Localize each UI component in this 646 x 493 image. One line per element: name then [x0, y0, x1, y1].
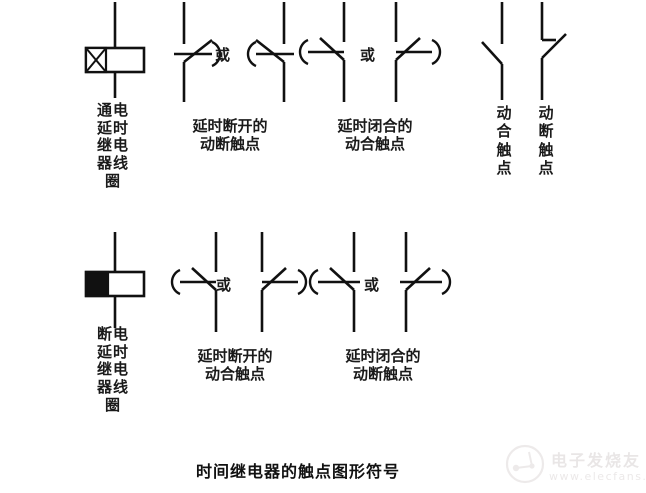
group-label-delay-open-no: 延时断开的 动合触点: [197, 347, 273, 383]
contact-symbol-plain-nc: [524, 2, 580, 102]
contact-symbol-delay-open-no-1: [170, 232, 234, 334]
contact-label-plain-nc: 动 断 触 点: [538, 104, 554, 177]
figure-caption: 时间继电器的触点图形符号: [196, 462, 401, 481]
group-label-delay-close-nc: 延时闭合的 动断触点: [345, 347, 421, 383]
or-separator-2: 或: [360, 46, 376, 64]
watermark-brand: 电子发烧友: [551, 451, 642, 470]
contact-symbol-delay-open-nc-2: [238, 2, 300, 104]
contact-symbol-plain-no: [478, 2, 524, 102]
or-separator-3: 或: [216, 276, 232, 294]
brand-logo-icon: [505, 444, 545, 484]
contact-label-plain-no: 动 合 触 点: [496, 104, 512, 177]
coil-label-power-on-delay: 通电 延时 继电 器线 圈: [96, 101, 129, 190]
group-label-delay-open-nc: 延时断开的 动断触点: [192, 117, 268, 153]
contact-symbol-delay-close-no-2: [382, 2, 444, 104]
coil-label-power-off-delay: 断电 延时 继电 器线 圈: [96, 325, 129, 414]
watermark: [505, 444, 545, 484]
contact-symbol-delay-open-nc-1: [168, 2, 230, 104]
coil-symbol-power-on-delay: [60, 0, 170, 100]
coil-symbol-power-off-delay: [60, 230, 170, 330]
watermark-url: www.elecfans.com: [549, 470, 646, 483]
group-label-delay-close-no: 延时闭合的 动合触点: [337, 117, 413, 153]
or-separator-4: 或: [364, 276, 380, 294]
contact-symbol-delay-close-no-1: [298, 2, 362, 104]
or-separator-1: 或: [215, 46, 231, 64]
contact-symbol-delay-close-nc-1: [308, 232, 372, 334]
contact-symbol-delay-close-nc-2: [390, 232, 452, 334]
contact-symbol-delay-open-no-2: [248, 232, 310, 334]
